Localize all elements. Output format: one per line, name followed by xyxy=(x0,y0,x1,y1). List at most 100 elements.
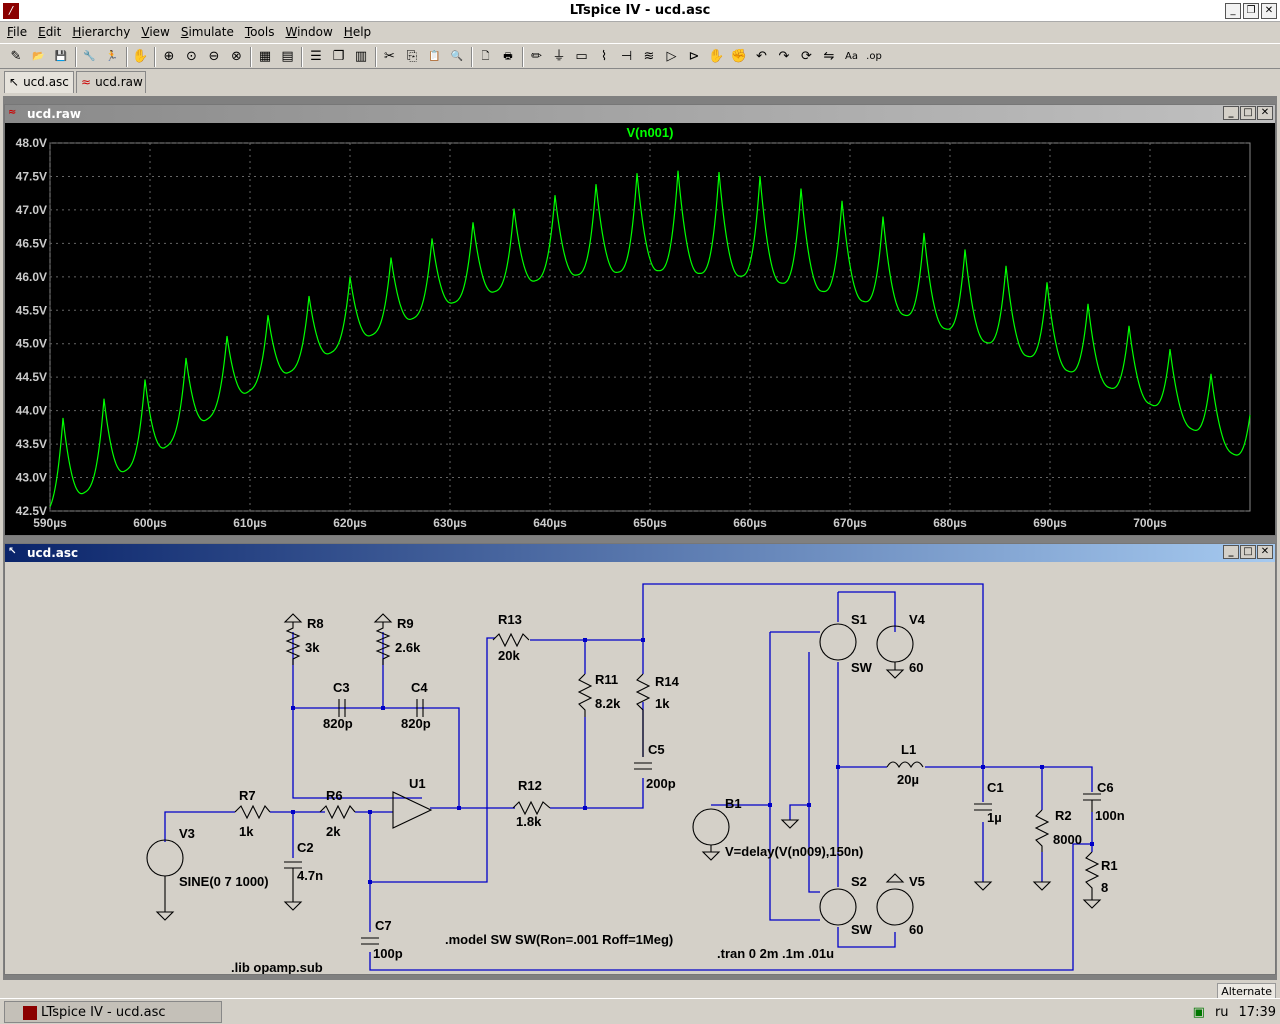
taskbar-item-ltspice[interactable]: LTspice IV - ucd.asc xyxy=(4,1001,222,1023)
schematic-window-titlebar[interactable]: ↖ ucd.asc _ □ ✕ xyxy=(5,544,1275,562)
halt-icon[interactable]: ✋ xyxy=(132,49,149,64)
diode-icon[interactable]: ▷ xyxy=(666,49,677,64)
grid-icon[interactable]: ▤ xyxy=(281,49,294,64)
redo-icon[interactable]: ↷ xyxy=(778,49,790,64)
copy-icon[interactable]: ⎘ xyxy=(406,49,418,64)
tab-ucd-asc[interactable]: ↖ ucd.asc xyxy=(4,71,74,93)
spice-directive-icon[interactable]: .op xyxy=(866,51,882,62)
components xyxy=(146,613,1102,945)
move-icon[interactable]: ✋ xyxy=(708,49,725,64)
menu-window[interactable]: Window xyxy=(285,25,333,39)
waveform-window-title: ucd.raw xyxy=(27,107,81,121)
control-panel-icon[interactable]: 🔧 xyxy=(83,51,96,62)
value-c6: 100n xyxy=(1095,808,1125,823)
clock[interactable]: 17:39 xyxy=(1238,1004,1276,1020)
label-r7: R7 xyxy=(239,788,256,803)
trace-v-n001[interactable] xyxy=(49,170,1251,507)
value-c5: 200p xyxy=(646,776,676,791)
value-r2: 8000 xyxy=(1053,832,1082,847)
spice-directive-lib: .lib opamp.sub xyxy=(231,960,323,974)
resistor-icon[interactable]: ⌇ xyxy=(600,49,608,64)
print-preview-icon[interactable]: 🗋 xyxy=(481,51,490,62)
x-tick-label: 610µs xyxy=(233,516,267,530)
value-l1: 20µ xyxy=(897,772,919,787)
mirror-icon[interactable]: ⇋ xyxy=(823,49,835,64)
inductor-icon[interactable]: ≋ xyxy=(643,49,655,64)
tile-horizontal-icon[interactable]: ☰ xyxy=(310,49,322,64)
menu-help[interactable]: Help xyxy=(343,25,372,39)
restore-button[interactable]: ❐ xyxy=(1243,3,1259,19)
cancel-zoom-icon[interactable]: ⊗ xyxy=(231,49,242,64)
menu-edit[interactable]: Edit xyxy=(38,25,62,39)
network-icon[interactable]: ▣ xyxy=(1192,1004,1205,1020)
autorange-icon[interactable]: ▦ xyxy=(258,49,272,64)
cascade-icon[interactable]: ❐ xyxy=(332,49,345,64)
trace-label[interactable]: V(n001) xyxy=(627,125,674,140)
label-c1: C1 xyxy=(987,780,1004,795)
schematic-tab-icon: ↖ xyxy=(9,75,20,89)
paste-icon[interactable]: 📋 xyxy=(428,51,441,62)
label-r13: R13 xyxy=(498,612,522,627)
menu-file[interactable]: File xyxy=(7,25,28,39)
schematic-minimize-button[interactable]: _ xyxy=(1223,545,1239,559)
schematic-maximize-button[interactable]: □ xyxy=(1240,545,1256,559)
menu-tools[interactable]: Tools xyxy=(244,25,275,39)
toolbar-separator xyxy=(74,47,77,67)
capacitor-icon[interactable]: ⊣ xyxy=(620,49,633,64)
print-icon[interactable]: 🖶 xyxy=(503,51,513,62)
toolbar-separator xyxy=(301,47,303,67)
tile-vertical-icon[interactable]: ▥ xyxy=(354,49,368,64)
value-c2: 4.7n xyxy=(297,868,323,883)
run-icon[interactable]: 🏃 xyxy=(105,51,119,62)
schematic-close-button[interactable]: ✕ xyxy=(1257,545,1273,559)
app-title: LTspice IV - ucd.asc xyxy=(569,3,711,18)
component-icon[interactable]: ⊳ xyxy=(688,49,700,64)
find-icon[interactable]: 🔍 xyxy=(450,51,464,62)
open-icon[interactable]: 📂 xyxy=(32,51,45,62)
ground-icon[interactable]: ⏚ xyxy=(552,49,566,64)
toolbar-separator xyxy=(470,47,473,67)
menu-simulate[interactable]: Simulate xyxy=(180,25,234,39)
new-schematic-icon[interactable]: ✎ xyxy=(10,49,22,64)
waveform-close-button[interactable]: ✕ xyxy=(1257,106,1273,120)
tab-ucd-raw[interactable]: ≈ ucd.raw xyxy=(76,71,146,93)
y-tick-label: 45.0V xyxy=(16,337,47,351)
x-tick-label: 650µs xyxy=(633,516,667,530)
undo-icon[interactable]: ↶ xyxy=(756,49,767,64)
x-tick-label: 700µs xyxy=(1133,516,1167,530)
close-button[interactable]: ✕ xyxy=(1261,3,1277,19)
minimize-button[interactable]: _ xyxy=(1225,3,1241,19)
waveform-window-titlebar[interactable]: ≈ ucd.raw _ □ ✕ xyxy=(5,105,1275,123)
keyboard-layout[interactable]: ru xyxy=(1214,1004,1229,1020)
waveform-minimize-button[interactable]: _ xyxy=(1223,106,1239,120)
drag-icon[interactable]: ✊ xyxy=(730,49,748,64)
rotate-icon[interactable]: ⟳ xyxy=(801,49,812,64)
schematic-canvas[interactable]: R8 3k R9 2.6k C3 820p C4 820p R13 20k R1… xyxy=(5,562,1275,974)
x-tick-label: 590µs xyxy=(33,516,67,530)
label-c2: C2 xyxy=(297,840,314,855)
zoom-to-fit-icon[interactable]: ⊙ xyxy=(186,49,197,64)
toolbar-separator xyxy=(125,47,128,67)
save-icon[interactable]: 💾 xyxy=(54,51,68,62)
taskbar-item-label: LTspice IV - ucd.asc xyxy=(41,1005,166,1020)
label-icon[interactable]: ▭ xyxy=(575,49,588,64)
ltspice-taskbar-icon xyxy=(23,1006,37,1020)
value-s2: SW xyxy=(851,922,873,937)
menu-hierarchy[interactable]: Hierarchy xyxy=(72,25,131,39)
wire-icon[interactable]: ✏ xyxy=(531,49,542,64)
cut-icon[interactable]: ✂ xyxy=(384,49,395,64)
y-tick-label: 46.0V xyxy=(16,270,47,284)
waveform-maximize-button[interactable]: □ xyxy=(1240,106,1256,120)
y-tick-label: 47.5V xyxy=(16,169,47,183)
x-tick-label: 660µs xyxy=(733,516,767,530)
label-v4: V4 xyxy=(909,612,926,627)
menu-view[interactable]: View xyxy=(141,25,170,39)
zoom-in-icon[interactable]: ⊕ xyxy=(163,49,175,64)
schematic-icon: ↖ xyxy=(8,546,17,557)
toolbar-separator xyxy=(154,47,156,67)
text-icon[interactable]: Aa xyxy=(845,51,858,62)
x-tick-label: 600µs xyxy=(133,516,167,530)
zoom-out-icon[interactable]: ⊖ xyxy=(208,49,220,64)
